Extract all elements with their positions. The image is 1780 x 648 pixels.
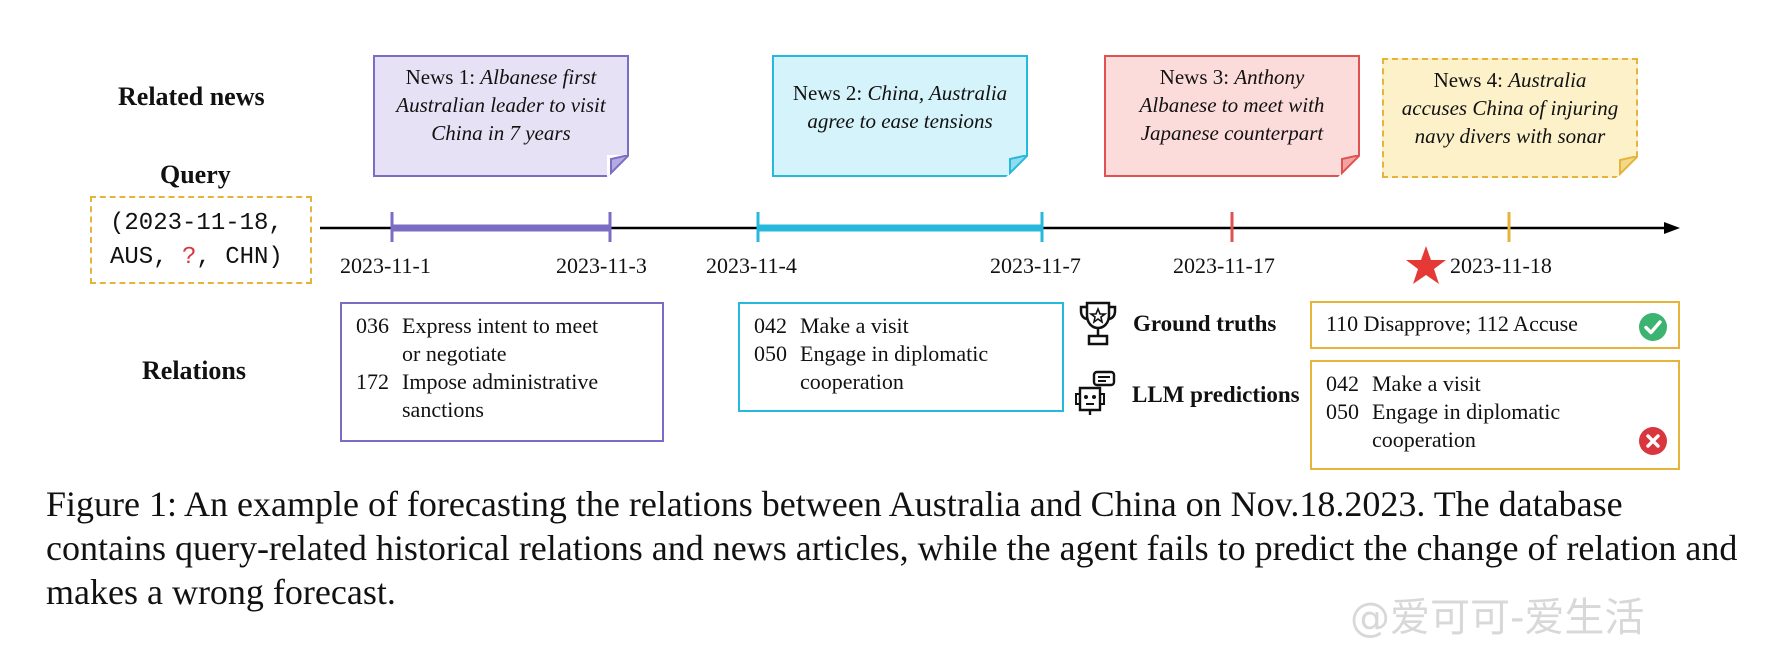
ground-truth-box: 110 Disapprove; 112 Accuse	[1310, 301, 1680, 349]
related-news-label: Related news	[118, 82, 265, 111]
page-fold-icon	[607, 155, 629, 177]
date-label: 2023-11-4	[706, 253, 797, 278]
page-fold-icon	[1338, 155, 1360, 177]
page-fold-icon	[1616, 156, 1638, 178]
ground-truths-label: Ground truths	[1133, 311, 1277, 336]
trophy-icon	[1079, 301, 1117, 346]
timeline-arrowhead	[1664, 222, 1680, 234]
figure-caption: Figure 1: An example of forecasting the …	[46, 484, 1738, 612]
timeline	[320, 212, 1680, 284]
query-unknown: ?	[182, 244, 197, 271]
watermark: @爱可可-爱生活	[1350, 595, 1645, 641]
relations-label: Relations	[142, 356, 246, 385]
date-label: 2023-11-1	[340, 253, 431, 278]
page-fold-icon	[1006, 155, 1028, 177]
date-label: 2023-11-7	[990, 253, 1081, 278]
robot-icon	[1075, 370, 1116, 415]
star-icon	[1406, 246, 1446, 284]
llm-predictions-label: LLM predictions	[1132, 382, 1300, 407]
news-card-2: News 2: China, Australia agree to ease t…	[772, 55, 1028, 177]
date-label: 2023-11-18	[1450, 253, 1552, 278]
query-label: Query	[160, 160, 231, 189]
check-icon	[1639, 313, 1667, 341]
query-line-2: AUS, ?, CHN)	[110, 244, 283, 271]
news-card-1: News 1: Albanese first Australian leader…	[373, 55, 629, 177]
cross-icon	[1639, 427, 1667, 455]
news-card-4: News 4: Australia accuses China of injur…	[1382, 58, 1638, 178]
news-card-3: News 3: Anthony Albanese to meet with Ja…	[1104, 55, 1360, 177]
date-label: 2023-11-3	[556, 253, 647, 278]
query-line-1: (2023-11-18,	[110, 210, 283, 237]
query-box: (2023-11-18, AUS, ?, CHN)	[90, 196, 312, 284]
date-label: 2023-11-17	[1173, 253, 1275, 278]
